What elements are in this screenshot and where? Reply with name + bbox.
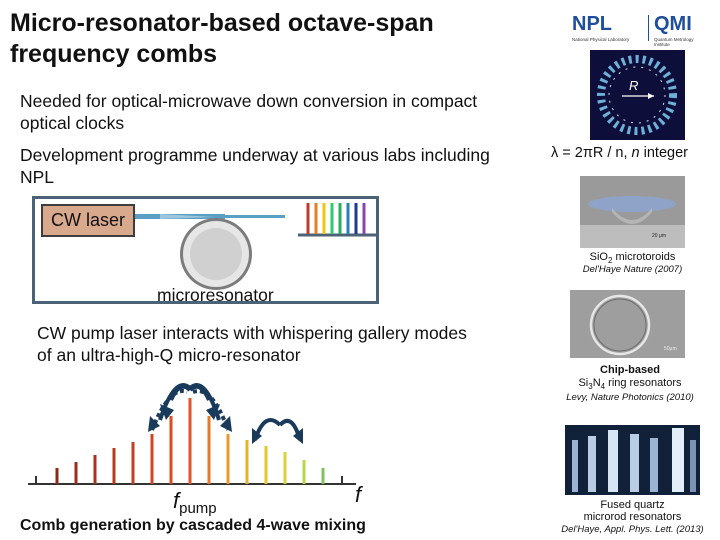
bullet-optical-microwave: Needed for optical-microwave down conver… [20,91,478,133]
f-pump-base: f [173,488,180,513]
logo-qmi: QMI [654,13,692,35]
output-comb-spectrum [298,203,376,237]
microresonator-label: microresonator [157,285,274,305]
ring-caption-si: Si [578,377,589,389]
toroid-scale-bar: 20 μm [652,233,666,239]
slide-title: Micro-resonator-based octave-span freque… [10,9,434,68]
toroid-caption-rest: microtoroids [612,251,676,263]
ring-caption-line2: Si3N4 ring resonators [560,377,700,393]
four-wave-mixing-arrows [150,383,302,441]
toroid-caption-sub: 2 [607,256,613,266]
bullet-development-programme: Development programme underway at variou… [20,145,490,187]
microresonator-ring [180,218,252,290]
comb-spectrum-plot [28,383,356,485]
comb-caption: Comb generation by cascaded 4-wave mixin… [20,517,366,534]
toroid-caption-main: SiO [589,251,608,263]
toroid-reference: Del'Haye Nature (2007) [582,264,683,275]
rod-caption-line1: Fused quartz [600,499,665,511]
equation-variable: n [631,145,640,161]
equation-suffix: integer [643,145,688,161]
f-pump-sub: pump [179,500,217,517]
ring-caption-sub4: 4 [600,382,606,392]
ring-caption-rest: ring resonators [605,377,682,389]
pump-description: CW pump laser interacts with whispering … [37,323,467,365]
ring-resonator-photo [570,290,685,358]
microrod-photo [565,425,700,495]
npl-qmi-logo: NPL QMI National Physical Laboratory Qua… [572,13,708,47]
ring-caption-n: N [592,377,601,389]
f-pump-label: fpump [173,488,217,517]
toroid-caption: SiO2 microtoroids [565,251,700,267]
logo-npl: NPL [572,13,612,35]
resonance-equation: λ = 2πR / n, n integer [551,145,688,161]
tapered-fiber [135,214,285,219]
ring-reference: Levy, Nature Photonics (2010) [566,392,694,403]
arrow-heads [148,404,303,444]
cw-laser-box: CW laser [41,204,135,237]
ring-caption-sub3: 3 [588,382,593,392]
resonator-mode-image [590,50,685,140]
radius-label: R [629,78,639,93]
equation-prefix: λ = 2πR / n, [551,145,628,161]
rod-reference: Del'Haye, Appl. Phys. Lett. (2013) [561,524,704,535]
microtoroid-photo [580,176,685,248]
ring-scale-bar: 50μm [664,346,677,352]
resonator-diagram-frame [32,196,379,304]
logo-npl-subtitle: National Physical Laboratory [572,37,630,42]
frequency-label: f [355,482,362,507]
logo-qmi-subtitle: Quantum Metrology Institute [654,37,694,47]
ring-caption-line1: Chip-based [600,364,660,376]
rod-caption-line2: microrod resonators [583,511,682,523]
logo-divider [648,15,649,41]
